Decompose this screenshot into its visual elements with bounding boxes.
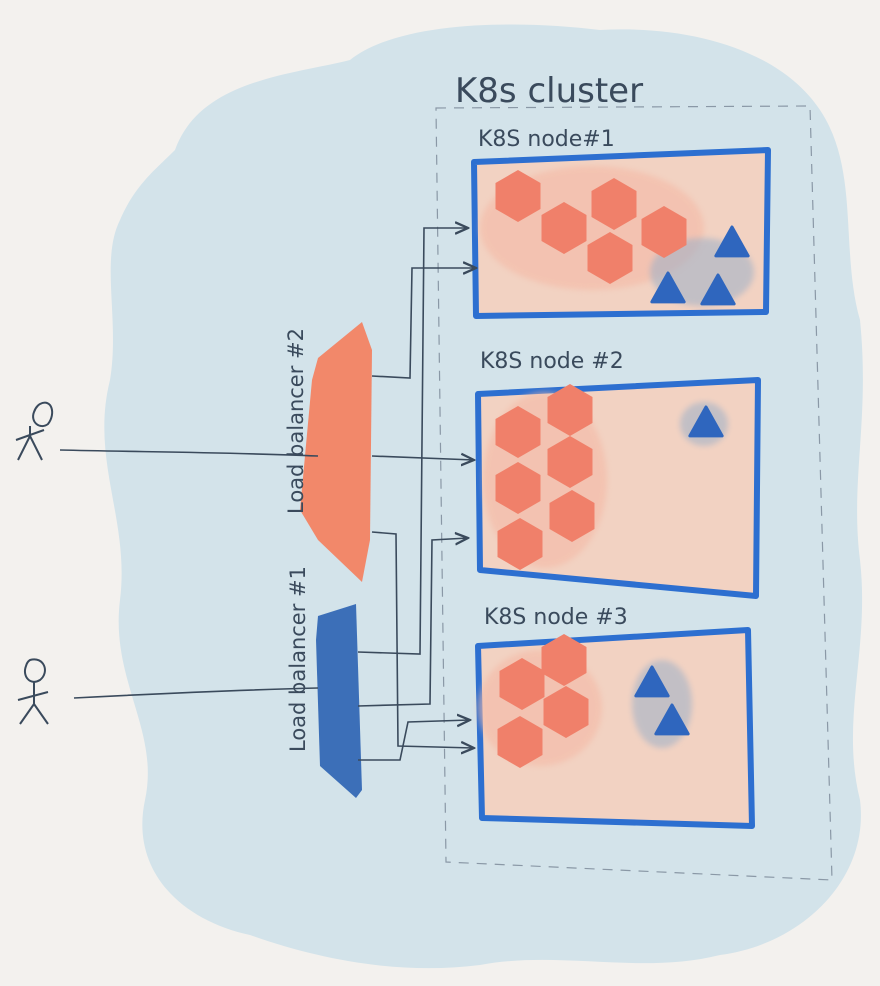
- node-3-pod-hexagon: [541, 634, 587, 686]
- node-3-pod-triangle: [654, 703, 690, 736]
- node-1-pod-hexagon: [541, 202, 587, 254]
- user-bottom: [17, 658, 49, 725]
- user-bottom-head: [24, 658, 46, 683]
- node-label-1: K8S node#1: [478, 127, 615, 152]
- node-2-pod-hexagon: [497, 518, 543, 570]
- node-1-pod-hexagon: [641, 206, 687, 258]
- user-bottom-to-lb1-line: [73, 687, 319, 699]
- node-2-pod-hexagon: [547, 384, 593, 436]
- user-top-body: [15, 426, 45, 461]
- node-3-pod-hexagon: [499, 658, 545, 710]
- user-top-head: [32, 401, 54, 428]
- load-balancer-2: Load balancer #2: [284, 322, 372, 582]
- node-1-pod-triangle: [714, 225, 750, 258]
- lb2-to-node1-upper: [371, 268, 476, 379]
- user-bottom-body: [17, 682, 49, 725]
- node-label-3: K8S node #3: [484, 605, 628, 630]
- node-1-pod-triangle: [650, 271, 686, 304]
- user-top-to-lb2-line: [59, 449, 319, 457]
- pod-hexagons: [495, 170, 687, 768]
- cluster-label: K8s cluster: [455, 71, 643, 111]
- node-1-pod-triangle: [700, 273, 736, 306]
- lb1-to-node2: [357, 538, 468, 707]
- lb1-to-node3: [358, 720, 470, 761]
- user-top: [15, 401, 54, 461]
- node-label-2: K8S node #2: [480, 349, 624, 374]
- load-balancer-1-shape: [316, 604, 362, 798]
- node-2-pod-hexagon: [549, 490, 595, 542]
- load-balancer-1-label: Load balancer #1: [286, 566, 310, 752]
- lb1-to-node1: [357, 228, 468, 655]
- node-3-pod-hexagon: [497, 716, 543, 768]
- node-2-pod-hexagon: [547, 436, 593, 488]
- node-2-pod-triangle: [688, 405, 724, 438]
- load-balancer-2-shape: [300, 322, 372, 582]
- node-1-pod-hexagon: [591, 178, 637, 230]
- lb2-to-node2: [371, 456, 474, 460]
- lb2-to-node3: [371, 531, 474, 748]
- node-2-pod-hexagon: [495, 406, 541, 458]
- node-1-pod-hexagon: [587, 232, 633, 284]
- pod-triangles: [634, 225, 750, 736]
- load-balancer-2-label: Load balancer #2: [284, 328, 308, 514]
- cluster-boundary: [435, 105, 833, 881]
- node-1-pod-hexagon: [495, 170, 541, 222]
- node-3-pod-hexagon: [543, 686, 589, 738]
- node-2-pod-hexagon: [495, 462, 541, 514]
- load-balancer-1: Load balancer #1: [286, 566, 362, 798]
- node-3-pod-triangle: [634, 665, 670, 698]
